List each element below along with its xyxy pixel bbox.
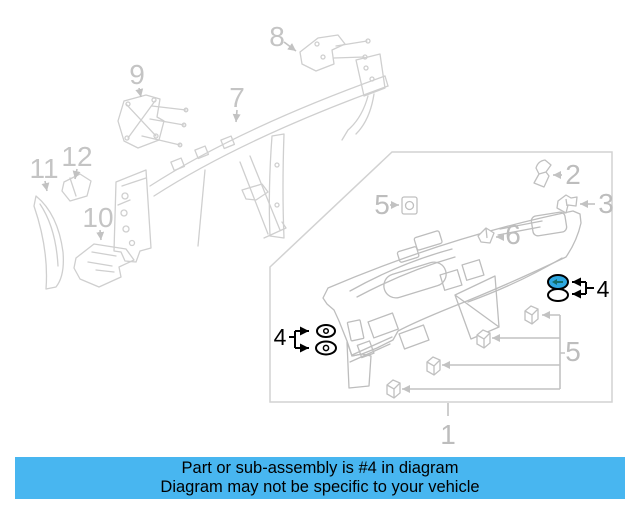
part-8-bracket — [299, 34, 371, 72]
callout-label-4-right[interactable]: 4 — [597, 276, 610, 302]
part-1-instrument-panel — [322, 210, 582, 389]
part-9-bracket — [117, 94, 189, 149]
banner-line-1: Part or sub-assembly is #4 in diagram — [181, 459, 459, 477]
callout-4-right: 4 — [547, 274, 610, 302]
info-banner: Part or sub-assembly is #4 in diagram Di… — [15, 457, 625, 499]
callout-label-5-top[interactable]: 5 — [374, 189, 390, 220]
grommet-slot-icon — [552, 279, 563, 285]
banner-line-2: Diagram may not be specific to your vehi… — [160, 478, 480, 496]
box-callouts: 2 3 5 6 5 1 — [374, 159, 614, 450]
part-4-grommet-outline[interactable] — [547, 288, 569, 302]
callout-label-11[interactable]: 11 — [29, 153, 58, 184]
callout-label-4-left[interactable]: 4 — [274, 324, 287, 350]
part-11-trim-panel — [33, 195, 64, 290]
part-5-clip-top — [401, 196, 418, 215]
part-7-cross-car-beam — [113, 53, 389, 263]
callout-label-8[interactable]: 8 — [269, 21, 285, 52]
callout-label-10[interactable]: 10 — [82, 202, 113, 233]
part-6-clip — [477, 227, 495, 244]
callout-label-2[interactable]: 2 — [565, 159, 581, 190]
callout-label-1[interactable]: 1 — [440, 419, 456, 450]
grommet-center-hole — [322, 327, 330, 335]
part-2-clip — [533, 159, 552, 188]
callout-label-3[interactable]: 3 — [598, 188, 614, 219]
callout-label-5-right[interactable]: 5 — [565, 336, 581, 367]
callout-label-6[interactable]: 6 — [505, 219, 521, 250]
part-12-clip — [61, 173, 92, 202]
callout-label-9[interactable]: 9 — [129, 59, 145, 90]
callout-label-12[interactable]: 12 — [61, 141, 92, 172]
part-3-clip — [556, 194, 578, 214]
grommet-center-hole — [322, 344, 330, 352]
callout-4-left: 4 — [274, 324, 337, 356]
faded-callouts: 8 9 7 12 11 10 — [29, 21, 297, 241]
part-10-bracket — [73, 243, 135, 288]
callout-label-7[interactable]: 7 — [229, 82, 245, 113]
